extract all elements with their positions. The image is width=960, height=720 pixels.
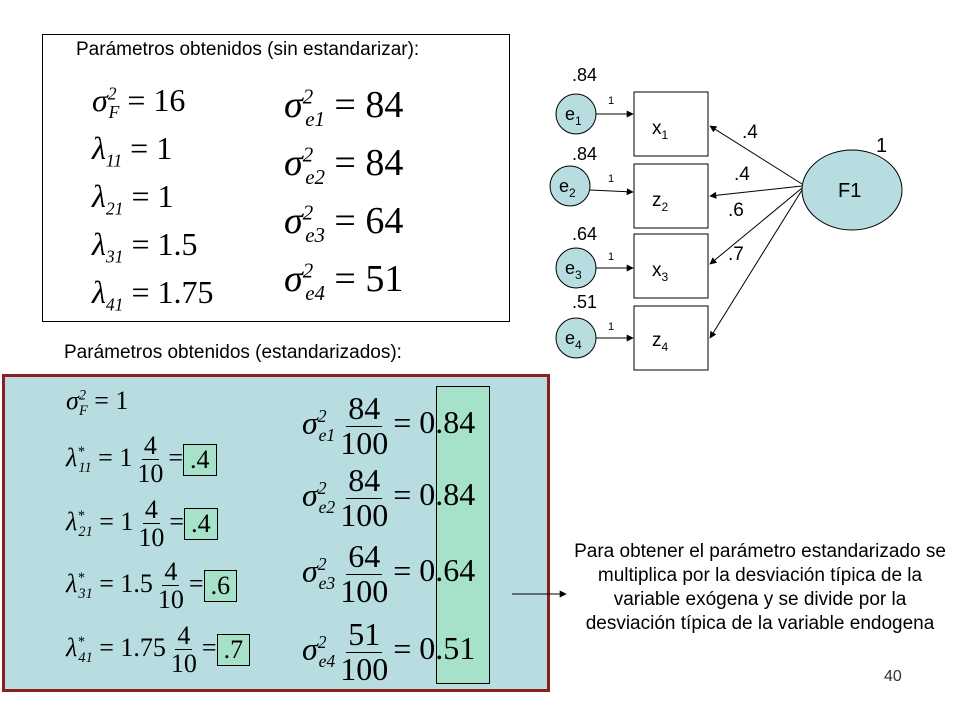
- error-path-label-1: 1: [608, 95, 614, 107]
- indicator-label-2: z2: [652, 190, 669, 214]
- loading-label-3: .6: [728, 200, 744, 221]
- error-label-1: e1: [565, 104, 582, 128]
- unstandardized-title: Parámetros obtenidos (sin estandarizar):: [76, 39, 420, 60]
- unstandardized-panel: [42, 34, 510, 322]
- indicator-box-3: [633, 233, 709, 299]
- loading-path-2: [709, 185, 803, 199]
- standardized-results-highlight: [436, 386, 490, 684]
- loading-path-3: [709, 187, 803, 265]
- unstd-lambda-41-equation: λ41 = 1.75: [92, 274, 214, 315]
- error-path-label-3: 1: [608, 251, 614, 263]
- standardized-title: Parámetros obtenidos (estandarizados):: [64, 342, 402, 363]
- indicator-box-2: [633, 163, 709, 229]
- error-node-2: [549, 165, 591, 207]
- indicator-box-1: [633, 91, 709, 157]
- error-path-2: [589, 188, 634, 196]
- loading-path-4: [709, 189, 803, 339]
- std-sigma-f-equation: σ2F = 1: [66, 386, 129, 420]
- indicator-box-4: [633, 305, 709, 371]
- explanation-text: Para obtener el parámetro estandarizado …: [574, 541, 946, 634]
- loading-path-1: [709, 125, 803, 185]
- loading-label-2: .4: [734, 164, 750, 185]
- factor-label: F1: [838, 180, 861, 202]
- unstd-lambda-31-equation: λ31 = 1.5: [92, 226, 198, 267]
- error-path-label-2: 1: [608, 173, 614, 185]
- unstd-lambda-11-equation: λ11 = 1: [92, 130, 173, 171]
- indicator-label-1: x1: [652, 118, 669, 142]
- loading-label-4: .7: [728, 244, 744, 265]
- factor-variance: 1: [876, 135, 887, 157]
- error-label-2: e2: [559, 176, 576, 200]
- error-label-3: e3: [565, 258, 582, 282]
- page-number: 40: [884, 668, 902, 685]
- error-variance-3: .64: [572, 224, 597, 244]
- error-variance-4: .51: [572, 292, 597, 312]
- loading-label-1: .4: [742, 122, 758, 143]
- error-variance-1: .84: [572, 65, 597, 85]
- indicator-label-3: x3: [652, 260, 669, 284]
- error-label-4: e4: [565, 328, 582, 352]
- unstd-lambda-21-equation: λ21 = 1: [92, 178, 174, 219]
- unstd-sigma-f-equation: σ2F = 16: [92, 82, 186, 123]
- error-path-label-4: 1: [608, 321, 614, 333]
- error-variance-2: .84: [572, 144, 597, 164]
- unstd-sigma-e3-equation: σ2e3 = 64: [284, 200, 404, 247]
- unstd-sigma-e1-equation: σ2e1 = 84: [284, 84, 404, 131]
- indicator-label-4: z4: [652, 330, 669, 354]
- unstd-sigma-e4-equation: σ2e4 = 51: [284, 258, 404, 305]
- unstd-sigma-e2-equation: σ2e2 = 84: [284, 142, 404, 189]
